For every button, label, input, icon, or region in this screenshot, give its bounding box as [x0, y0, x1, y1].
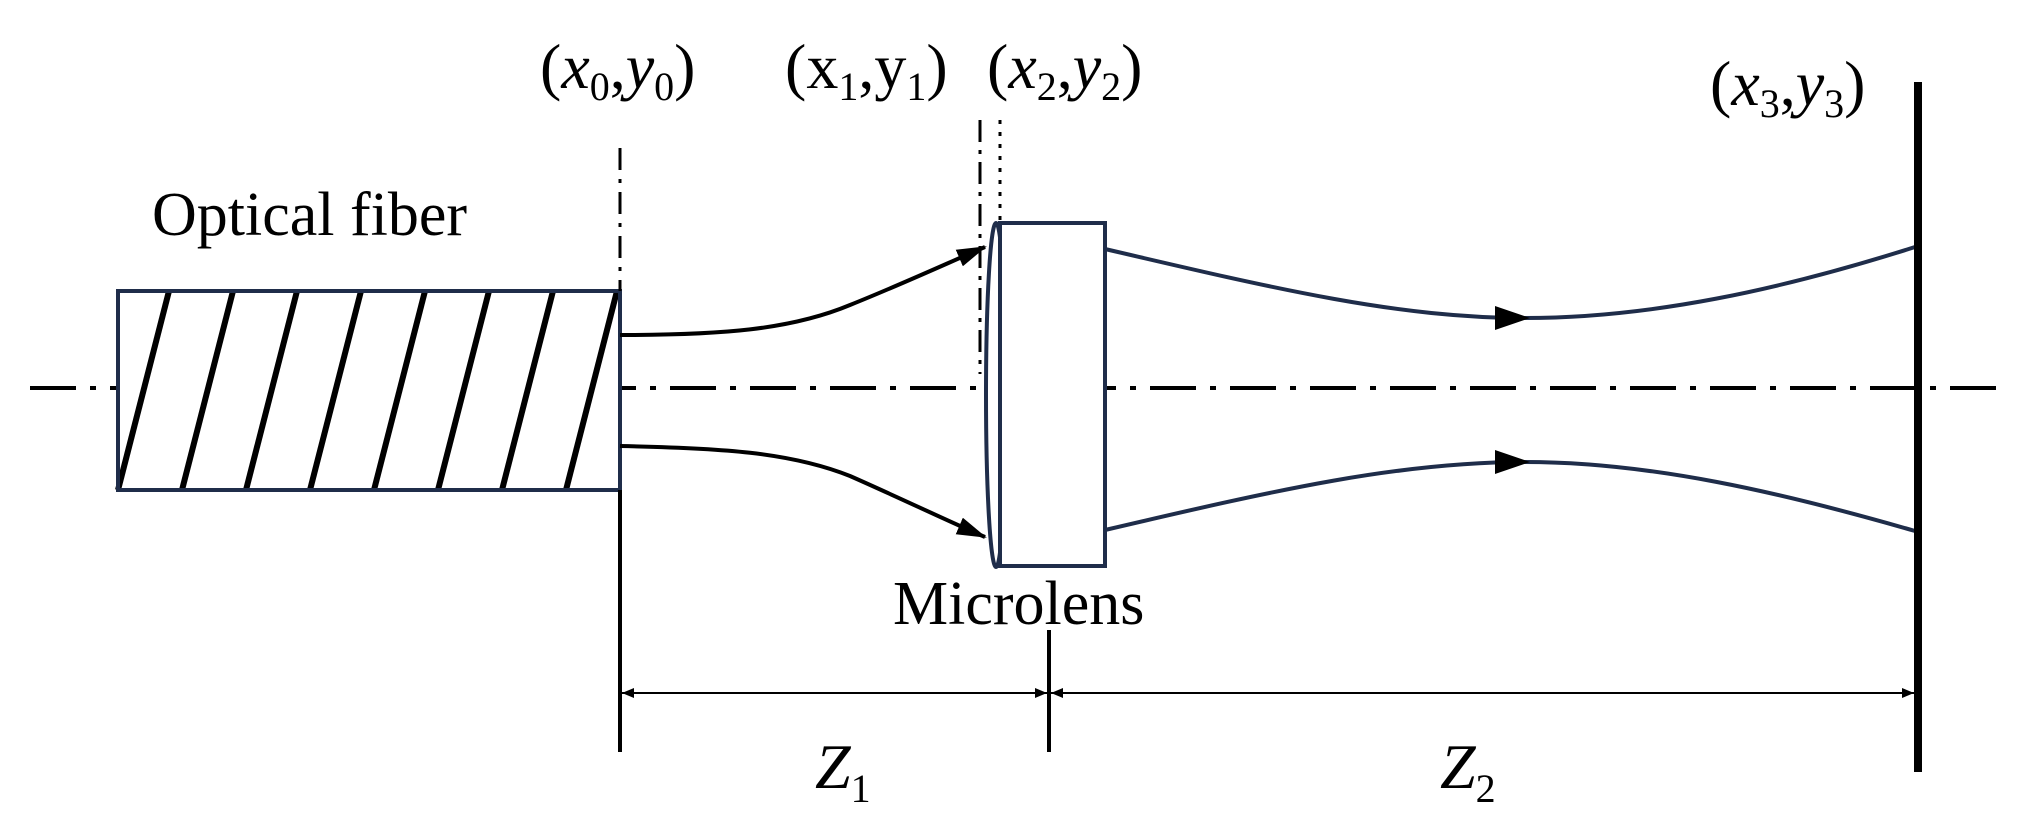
- beam-lower-arrowhead: [1495, 450, 1530, 474]
- beam-upper-output: [1104, 245, 1916, 321]
- fiber-label: Optical fiber: [152, 181, 467, 249]
- microlens-label: Microlens: [893, 570, 1144, 638]
- beam-upper-input: [619, 245, 987, 337]
- point-label-x3-y3: (x3,y3): [1710, 48, 1865, 126]
- point-label-x1-y1: (x1,y1): [785, 31, 948, 109]
- beam-lower-output: [1104, 459, 1916, 533]
- beam-upper-arrowhead: [1495, 306, 1530, 330]
- microlens: [984, 221, 1107, 569]
- optical-fiber: [115, 289, 622, 492]
- z2-label: Z2: [1440, 731, 1496, 811]
- point-label-x2-y2: (x2,y2): [987, 31, 1142, 109]
- point-label-x0-y0: (x0,y0): [540, 31, 695, 109]
- z1-label: Z1: [815, 731, 871, 811]
- beam-lower-input: [619, 444, 987, 539]
